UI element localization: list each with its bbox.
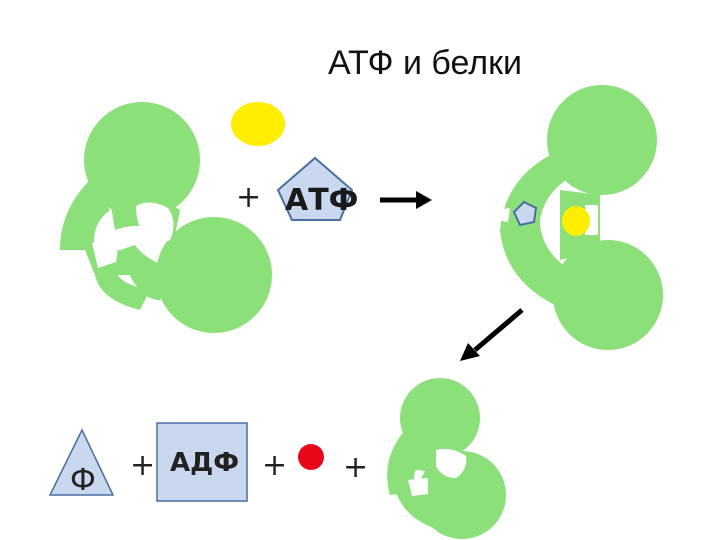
adf-square bbox=[156, 422, 248, 502]
atf-pentagon bbox=[276, 156, 354, 221]
phi-triangle bbox=[48, 428, 115, 496]
protein-closed bbox=[500, 85, 663, 350]
plus-top: + bbox=[236, 180, 262, 215]
slide-title: АТФ и белки bbox=[0, 44, 720, 83]
phi-label: Ф bbox=[70, 463, 96, 498]
binding-pocket-released bbox=[408, 448, 467, 496]
plus-3: + bbox=[343, 450, 369, 485]
atf-label: АТФ bbox=[285, 183, 359, 218]
red-ball bbox=[298, 444, 324, 470]
plus-2: + bbox=[262, 448, 288, 483]
plus-1: + bbox=[130, 448, 156, 483]
arrow-down-left-icon bbox=[460, 308, 524, 361]
binding-pocket-open bbox=[92, 202, 174, 268]
yellow-ball bbox=[231, 102, 285, 146]
atf-bound-pentagon bbox=[512, 200, 538, 227]
title-text: АТФ и белки bbox=[328, 44, 522, 82]
arrow-right-icon bbox=[380, 191, 432, 209]
adf-label: АДФ bbox=[170, 448, 240, 478]
binding-pocket-closed bbox=[498, 200, 598, 236]
yellow-ball-bound bbox=[562, 206, 590, 236]
protein-open bbox=[60, 102, 272, 333]
protein-released bbox=[387, 378, 506, 539]
